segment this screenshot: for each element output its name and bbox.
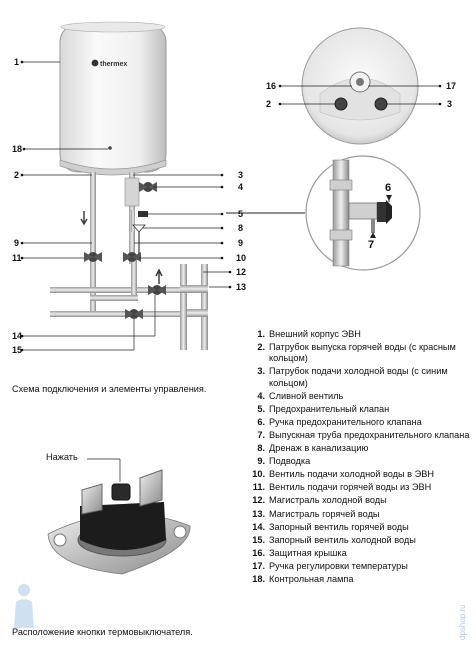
flow-arrow-up-icon: [155, 268, 163, 284]
legend-item: 4.Сливной вентиль: [257, 390, 344, 401]
flow-arrow-down-icon: [80, 211, 88, 226]
callout-9-right: 9: [238, 238, 244, 248]
callout-4: 4: [238, 182, 244, 192]
control-lamp-icon: [108, 146, 112, 150]
thermostat-illustration: [47, 469, 191, 575]
valve-15: [125, 309, 143, 319]
water-heater-tank: [59, 21, 167, 176]
callout-15: 15: [12, 345, 23, 355]
legend-item: 7.Выпускная труба предохранительного кла…: [257, 429, 470, 440]
valve-4: [139, 182, 157, 192]
drain-funnel-icon: [132, 224, 146, 233]
connection-diagram: thermex: [20, 21, 442, 352]
callout-10: 10: [236, 253, 247, 263]
legend-item: 18.Контрольная лампа: [252, 574, 354, 584]
legend-item: 11.Вентиль подачи горячей воды из ЭВН: [252, 482, 432, 493]
legend-item: 12.Магистраль холодной воды: [252, 495, 387, 506]
top-leader-lines: [280, 85, 440, 105]
legend-item: 3.Патрубок подачи холодной воды (с синим…: [257, 366, 448, 388]
callout-7: 7: [368, 239, 375, 251]
leader-lines: [22, 61, 230, 351]
callout-1: 1: [14, 57, 20, 67]
watermark-text: dpshop.ru: [458, 604, 467, 640]
legend-item: 17.Ручка регулировки температуры: [252, 560, 408, 571]
top-leader-dots: [278, 84, 442, 106]
legend-item: 16.Защитная крышка: [252, 547, 347, 558]
press-label: Нажать: [46, 452, 78, 462]
legend-item: 1.Внешний корпус ЭВН: [257, 329, 361, 339]
valve-10: [123, 252, 141, 262]
brand-label: thermex: [100, 61, 127, 68]
arrow-7-icon: [370, 232, 376, 238]
legend-item: 8.Дренаж в канализацию: [257, 443, 369, 454]
callout-9-left: 9: [14, 238, 20, 248]
callout-11: 11: [12, 253, 22, 263]
brand-logo-icon: [91, 59, 99, 67]
arrow-6-icon: [386, 195, 392, 201]
legend-item: 13.Магистраль горячей воды: [252, 508, 380, 519]
callout-14: 14: [12, 331, 23, 341]
callout-3: 3: [238, 170, 244, 180]
tank-top-view: [301, 27, 419, 145]
legend-item: 15.Запорный вентиль холодной воды: [252, 534, 416, 545]
press-leader: [87, 458, 121, 482]
callout-17: 17: [446, 81, 457, 91]
callout-12: 12: [236, 267, 247, 277]
callout-8: 8: [238, 223, 244, 233]
callout-top-2: 2: [266, 99, 272, 109]
legend-item: 6.Ручка предохранительного клапана: [257, 416, 422, 427]
safety-valve-detail: [305, 155, 421, 271]
legend-item: 5.Предохранительный клапан: [257, 403, 390, 414]
plumber-watermark-icon: [14, 584, 34, 628]
callout-13: 13: [236, 282, 247, 292]
callout-2: 2: [14, 170, 20, 180]
legend-list: 1.Внешний корпус ЭВН 2.Патрубок выпуска …: [250, 329, 472, 587]
leader-dots: [20, 60, 232, 352]
caption-scheme: Схема подключения и элементы управления.: [12, 384, 207, 394]
pipes: [50, 172, 208, 350]
legend-item: 2.Патрубок выпуска горячей воды (с красн…: [257, 342, 456, 364]
callout-18: 18: [12, 144, 23, 154]
legend-item: 10.Вентиль подачи холодной воды в ЭВН: [252, 469, 434, 480]
callout-6: 6: [385, 182, 392, 194]
valve-11: [84, 252, 102, 262]
legend-item: 14.Запорный вентиль горячей воды: [252, 521, 409, 532]
valve-14: [148, 285, 166, 295]
callout-5: 5: [238, 209, 244, 219]
caption-thermostat: Расположение кнопки термовыключателя.: [12, 627, 193, 637]
legend-item: 9.Подводка: [257, 456, 311, 467]
callout-16: 16: [266, 81, 277, 91]
callout-top-3: 3: [447, 99, 453, 109]
